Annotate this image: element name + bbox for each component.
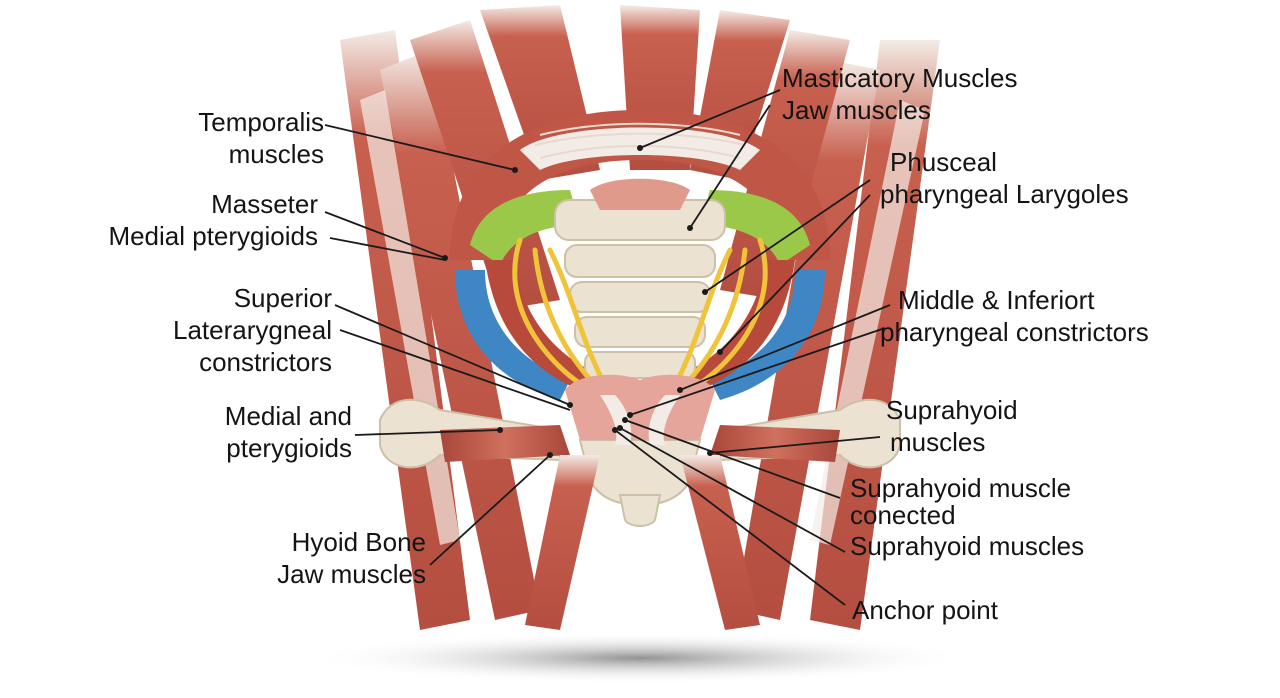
label-line: Laterarygneal bbox=[173, 314, 332, 346]
label-line: Jaw muscles bbox=[782, 94, 1018, 126]
label-middle-inferior: Middle & Inferiort pharyngeal constricto… bbox=[880, 284, 1149, 348]
label-line: Superior bbox=[173, 282, 332, 314]
label-line: pharyngeal constrictors bbox=[880, 316, 1149, 348]
label-line: pharyngeal Larygoles bbox=[880, 178, 1129, 210]
label-line: pterygioids bbox=[225, 432, 352, 464]
label-line: Medial and bbox=[225, 400, 352, 432]
pharynx-top bbox=[590, 179, 690, 210]
ground-shadow bbox=[310, 632, 970, 684]
label-line: Masticatory Muscles bbox=[782, 62, 1018, 94]
label-line: Masseter bbox=[108, 188, 318, 220]
label-line: muscles bbox=[198, 138, 324, 170]
label-masticatory: Masticatory Muscles Jaw muscles bbox=[782, 62, 1018, 126]
label-line: Anchor point bbox=[852, 594, 998, 626]
label-suprahyoid-2: Suprahyoid muscle conected Suprahyoid mu… bbox=[850, 472, 1084, 563]
label-line: Phusceal bbox=[880, 146, 1129, 178]
label-phusceal: Phusceal pharyngeal Larygoles bbox=[880, 146, 1129, 210]
label-line: Hyoid Bone bbox=[277, 526, 426, 558]
label-anchor: Anchor point bbox=[852, 594, 998, 626]
label-superior: Superior Laterarygneal constrictors bbox=[173, 282, 332, 378]
label-line: Temporalis bbox=[198, 106, 324, 138]
label-masseter-medial: Masseter Medial pterygioids bbox=[108, 188, 318, 252]
label-line: Jaw muscles bbox=[277, 558, 426, 590]
label-temporalis: Temporalis muscles bbox=[198, 106, 324, 170]
label-line: constrictors bbox=[173, 346, 332, 378]
label-hyoid: Hyoid Bone Jaw muscles bbox=[277, 526, 426, 590]
vertebrae bbox=[555, 200, 725, 378]
label-line: Suprahyoid muscles bbox=[850, 530, 1084, 563]
label-line: Suprahyoid bbox=[886, 394, 1018, 426]
label-suprahyoid-1: Suprahyoid muscles bbox=[886, 394, 1018, 458]
label-line: muscles bbox=[886, 426, 1018, 458]
label-medial-and: Medial and pterygioids bbox=[225, 400, 352, 464]
label-line: Middle & Inferiort bbox=[880, 284, 1149, 316]
label-line: Medial pterygioids bbox=[108, 220, 318, 252]
